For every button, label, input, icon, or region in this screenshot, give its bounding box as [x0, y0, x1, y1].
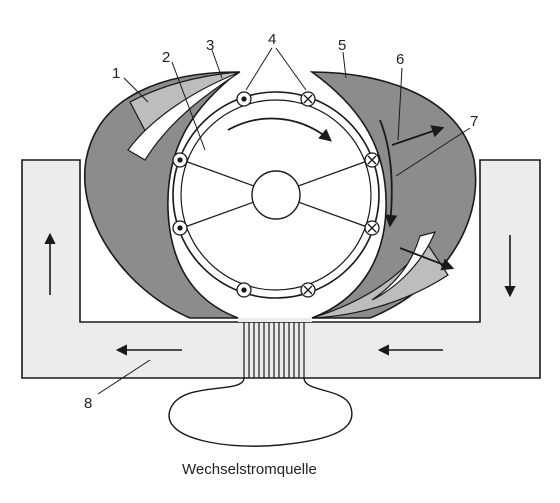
leader-3 — [211, 49, 223, 79]
leader-4b — [275, 47, 307, 91]
rotor-inner — [180, 99, 372, 291]
label-1: 1 — [112, 65, 120, 82]
leader-4a — [245, 47, 273, 91]
supply-leads — [168, 377, 353, 447]
label-5: 5 — [338, 37, 346, 54]
flux-arrow-pole-upper — [391, 125, 445, 146]
excitation-coil — [243, 322, 305, 378]
leader-1 — [123, 77, 149, 103]
leader-8 — [97, 359, 151, 395]
label-2: 2 — [162, 49, 170, 66]
shading-slot-left — [127, 71, 241, 161]
label-3: 3 — [206, 37, 214, 54]
iron-yoke — [21, 159, 541, 379]
label-7: 7 — [470, 113, 478, 130]
caption-ac-source: Wechselstromquelle — [182, 461, 317, 478]
label-4: 4 — [268, 31, 276, 48]
label-6: 6 — [396, 51, 404, 68]
conductor-cross-group — [300, 91, 380, 298]
pole-neck — [238, 318, 312, 322]
conductor-dot-group — [172, 91, 252, 298]
leader-5 — [342, 51, 347, 79]
rotation-arrow — [227, 117, 332, 142]
leader-7 — [395, 127, 471, 177]
flux-arrow-gap — [379, 119, 398, 228]
label-8: 8 — [84, 395, 92, 412]
shading-slot-right — [371, 231, 437, 301]
rotor-shaft — [251, 170, 301, 220]
leader-2 — [171, 61, 206, 151]
stator-pole-left — [83, 71, 241, 319]
flux-arrow-pole-lower — [399, 247, 455, 271]
leader-6 — [397, 67, 403, 141]
